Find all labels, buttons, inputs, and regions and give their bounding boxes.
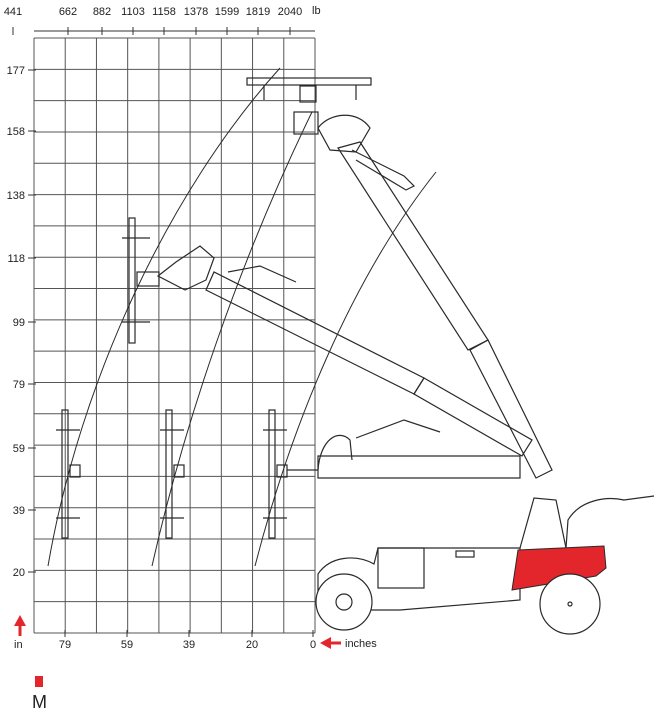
vacuum-head-low-left	[56, 409, 81, 539]
reach-tick-label: 39	[183, 639, 195, 651]
boom-upper	[337, 141, 553, 479]
reach-tick-label: 59	[121, 639, 133, 651]
load-tick-label: 1819	[246, 6, 270, 18]
reach-axis: 79 59 39 20 0	[59, 630, 316, 651]
reach-tick-label: 79	[59, 639, 71, 651]
height-unit-label: in	[14, 639, 23, 651]
load-unit-label: lb	[312, 5, 321, 17]
vacuum-head-middle	[122, 217, 215, 344]
load-tick-label: 662	[59, 6, 77, 18]
reach-unit-arrow-icon	[320, 637, 341, 649]
height-tick-label: 118	[7, 253, 25, 265]
vacuum-head-top	[246, 77, 372, 153]
rear-wheel	[539, 573, 601, 635]
height-tick-label: 59	[13, 443, 25, 455]
machine-counterweight	[511, 545, 607, 591]
boom-middle	[205, 265, 533, 457]
height-tick-label: 99	[13, 317, 25, 329]
load-tick-label: 1158	[152, 6, 176, 18]
height-unit-arrow-icon	[14, 615, 26, 636]
vacuum-head-low-mid	[160, 409, 185, 539]
reach-tick-label: 0	[310, 639, 316, 651]
reach-tick-label: 20	[246, 639, 258, 651]
height-tick-label: 39	[13, 505, 25, 517]
load-tick-label: 1103	[121, 6, 145, 18]
height-tick-label: 177	[7, 65, 25, 77]
load-tick-label: 441	[4, 6, 22, 18]
load-grid	[33, 37, 316, 634]
load-axis: 441 662 882 1103 1158 1378 1599 1819 2040	[4, 6, 315, 35]
reach-arcs	[47, 67, 437, 567]
height-tick-label: 158	[7, 126, 25, 138]
height-tick-label: 138	[7, 190, 25, 202]
model-label: M	[32, 692, 47, 711]
height-tick-label: 20	[13, 567, 25, 579]
load-tick-label: 2040	[278, 6, 302, 18]
model-marker-icon	[35, 676, 43, 687]
vacuum-head-low-right	[263, 409, 318, 539]
load-tick-label: 882	[93, 6, 111, 18]
boom-lower	[317, 419, 521, 479]
machine-chassis	[317, 495, 655, 611]
front-wheel	[315, 573, 373, 631]
load-tick-label: 1599	[215, 6, 239, 18]
load-tick-label: 1378	[184, 6, 208, 18]
height-tick-label: 79	[13, 379, 25, 391]
reach-unit-label: inches	[345, 638, 377, 650]
height-axis: 177 158 138 118 99 79 59 39 20	[7, 65, 36, 579]
